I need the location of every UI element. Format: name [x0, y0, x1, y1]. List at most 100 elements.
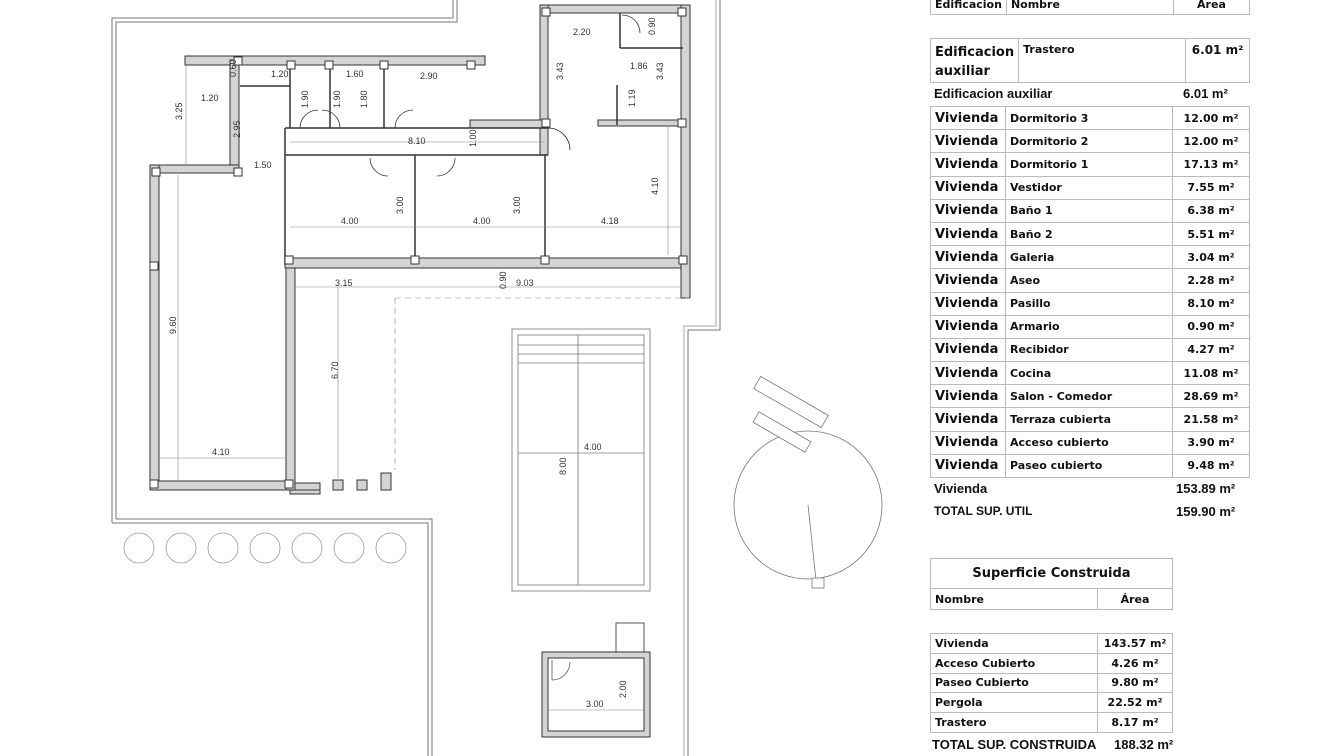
total-util-area: 159.90 m²: [1176, 504, 1236, 519]
cell-area: 8.10 m²: [1172, 291, 1250, 316]
cell-nombre: Pasillo: [1005, 291, 1173, 316]
dim-label: 4.10: [212, 447, 230, 457]
cell-edificacion: Vivienda: [930, 105, 1006, 131]
dim-label: 0.90: [647, 17, 657, 35]
built-header-nombre: Nombre: [930, 588, 1098, 610]
dimension-lines: [160, 64, 690, 480]
cell-edificacion: Vivienda: [930, 221, 1006, 247]
cell-nombre: Baño 2: [1005, 221, 1173, 247]
cell-area: 4.26 m²: [1097, 652, 1173, 674]
plot-boundary: [111, 0, 721, 756]
doors: [299, 14, 641, 177]
cell-area: 21.58 m²: [1172, 407, 1250, 432]
dim-label: 1.00: [468, 129, 478, 147]
cell-area: 11.08 m²: [1172, 361, 1250, 386]
cell-nombre: Armario: [1005, 314, 1173, 339]
cell-nombre: Cocina: [1005, 361, 1173, 386]
cell-edificacion: Vivienda: [930, 430, 1006, 455]
round-table-with-loungers: [733, 375, 883, 589]
dim-label: 1.50: [254, 160, 272, 170]
dim-label: 1.20: [271, 69, 289, 79]
cell-nombre: Pergola: [930, 692, 1098, 714]
dim-label: 1.60: [346, 69, 364, 79]
dim-label: 4.18: [601, 216, 619, 226]
cell-area: 8.17 m²: [1097, 712, 1173, 733]
cell-edificacion: Vivienda: [930, 268, 1006, 293]
dim-label: 4.00: [473, 216, 491, 226]
cell-edificacion: Vivienda: [930, 407, 1006, 432]
cell-edificacion: Vivienda: [930, 361, 1006, 386]
dim-label: 2.20: [573, 27, 591, 37]
dim-label: 6.70: [330, 361, 340, 379]
cell-area: 2.28 m²: [1172, 268, 1250, 293]
vivienda-subtotal-area: 153.89 m²: [1176, 481, 1236, 496]
dim-label: 9.60: [168, 316, 178, 334]
cell-nombre: Aseo: [1005, 268, 1173, 293]
dim-label: 3.43: [655, 62, 665, 80]
cell-edificacion: Vivienda: [930, 453, 1006, 479]
cell-area: 6.38 m²: [1172, 198, 1250, 223]
dim-label: 3.00: [512, 196, 522, 214]
cell-edificacion: Vivienda: [930, 198, 1006, 223]
cell-nombre: Recibidor: [1005, 337, 1173, 363]
dim-label: 8.00: [558, 457, 568, 475]
total-construida-area: 188.32 m²: [1114, 737, 1174, 752]
total-util-label: TOTAL SUP. UTIL: [934, 504, 1033, 518]
cell-nombre: Terraza cubierta: [1005, 407, 1173, 432]
built-table-title: Superficie Construida: [930, 558, 1173, 589]
dim-label: 2.90: [420, 71, 438, 81]
dim-label: 1.80: [359, 90, 369, 108]
aux-area: 6.01 m²: [1185, 38, 1250, 83]
dim-label: 8.10: [408, 136, 426, 146]
dim-label: 1.90: [332, 90, 342, 108]
house-walls: [149, 4, 691, 495]
cell-nombre: Vivienda: [930, 633, 1098, 654]
cell-nombre: Trastero: [930, 712, 1098, 733]
cell-area: 7.55 m²: [1172, 175, 1250, 200]
cell-area: 9.80 m²: [1097, 672, 1173, 694]
cell-nombre: Dormitorio 2: [1005, 129, 1173, 154]
dim-label: 9.03: [516, 278, 534, 288]
dimension-labels: 0.60 1.20 1.60 2.90 2.20 0.90 3.43 1.86 …: [168, 17, 665, 457]
dim-label: 2.95: [232, 120, 242, 138]
cell-area: 17.13 m²: [1172, 152, 1250, 177]
cell-area: 5.51 m²: [1172, 221, 1250, 247]
dim-label: 3.15: [335, 278, 353, 288]
cell-nombre: Baño 1: [1005, 198, 1173, 223]
cell-area: 3.90 m²: [1172, 430, 1250, 455]
dim-label: 1.90: [300, 90, 310, 108]
storage-building: 3.00 2.00: [541, 622, 651, 738]
dim-label: 4.10: [650, 177, 660, 195]
aux-nombre: Trastero: [1018, 38, 1187, 83]
trees: [123, 532, 407, 564]
cell-area: 0.90 m²: [1172, 314, 1250, 339]
dim-label: 3.25: [174, 102, 184, 120]
cell-area: 22.52 m²: [1097, 692, 1173, 714]
dim-label: 4.00: [341, 216, 359, 226]
aux-subtotal-area: 6.01 m²: [1183, 86, 1228, 101]
columns: [149, 7, 688, 491]
vivienda-subtotal-label: Vivienda: [934, 481, 988, 496]
dim-label: 0.90: [498, 271, 508, 289]
total-construida-label: TOTAL SUP. CONSTRUIDA: [932, 737, 1097, 752]
cell-area: 143.57 m²: [1097, 633, 1173, 654]
dim-label: 3.00: [586, 699, 604, 709]
dim-label: 3.43: [555, 62, 565, 80]
